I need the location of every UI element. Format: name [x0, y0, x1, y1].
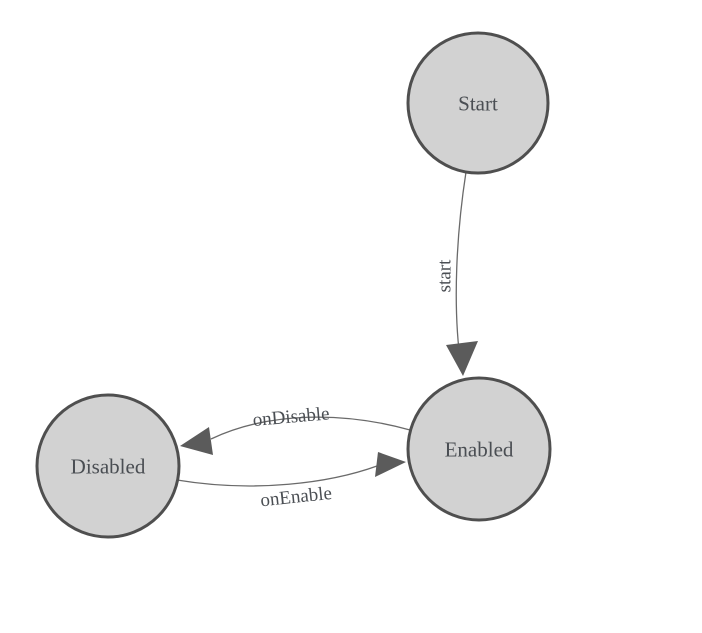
arrowhead-down-icon: [446, 341, 478, 376]
transition-edge-ondisable: [210, 416, 411, 440]
transition-edge-start: [455, 171, 467, 367]
state-label-start: Start: [458, 91, 498, 115]
transition-enabled-to-disabled: onDisable: [180, 403, 411, 455]
state-label-enabled: Enabled: [445, 437, 514, 461]
transition-label-ondisable: onDisable: [252, 403, 331, 431]
state-node-disabled: Disabled: [35, 393, 181, 539]
transition-label-onenable: onEnable: [259, 483, 333, 511]
transition-edge-onenable: [176, 465, 378, 487]
state-circle-disabled: [35, 393, 181, 539]
state-circle-enabled: [406, 376, 552, 522]
arrowhead-right-icon: [375, 452, 406, 477]
transition-label-start: start: [435, 259, 456, 292]
state-node-enabled: Enabled: [406, 376, 552, 522]
state-label-disabled: Disabled: [71, 454, 146, 478]
state-circle-start: [406, 31, 550, 175]
state-node-start: Start: [406, 31, 550, 175]
transition-disabled-to-enabled: onEnable: [176, 452, 406, 511]
arrowhead-left-icon: [180, 427, 213, 455]
transition-start-to-enabled: start: [435, 171, 478, 376]
